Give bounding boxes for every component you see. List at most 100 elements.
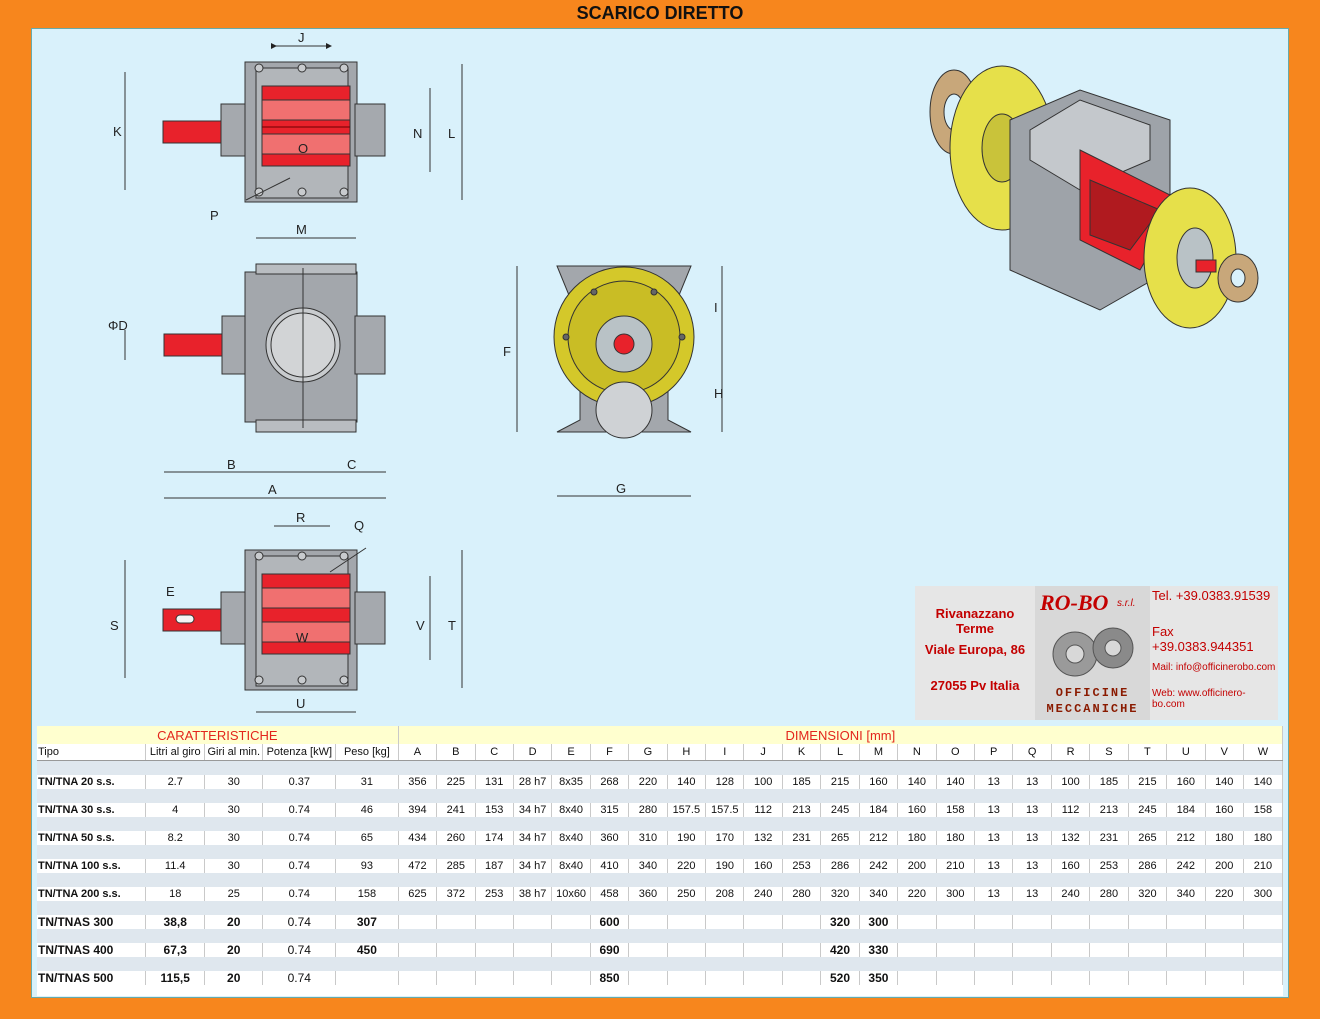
value-cell: K	[782, 744, 822, 761]
spacer-cell	[37, 789, 1283, 803]
dim-N: N	[413, 126, 422, 141]
value-cell	[1243, 943, 1284, 957]
value-cell: 153	[475, 803, 514, 817]
value-cell: M	[859, 744, 899, 761]
dim-B: B	[227, 457, 236, 472]
value-cell	[628, 971, 668, 985]
value-cell: 850	[590, 971, 630, 985]
value-cell: Peso [kg]	[335, 744, 399, 761]
value-cell: 350	[859, 971, 899, 985]
value-cell	[1128, 943, 1168, 957]
top-view	[124, 43, 463, 239]
value-cell: 260	[436, 831, 476, 845]
value-cell: 330	[859, 943, 899, 957]
company-web[interactable]: Web: www.officinero-bo.com	[1152, 688, 1246, 710]
value-cell: 10x60	[551, 887, 591, 901]
value-cell: 286	[1128, 859, 1168, 873]
value-cell: 360	[628, 887, 668, 901]
value-cell	[743, 915, 783, 929]
side-view	[124, 263, 386, 499]
spacer-row	[37, 817, 1283, 831]
value-cell: 65	[335, 831, 399, 845]
value-cell	[1051, 971, 1091, 985]
meccaniche-label: MECCANICHE	[1046, 702, 1139, 716]
value-cell	[974, 943, 1014, 957]
value-cell: 0.74	[262, 943, 337, 957]
value-cell	[1089, 971, 1129, 985]
value-cell	[475, 915, 514, 929]
value-cell	[705, 971, 745, 985]
value-cell: 690	[590, 943, 630, 957]
value-cell: B	[436, 744, 476, 761]
value-cell: Litri al giro	[145, 744, 205, 761]
value-cell: 38,8	[145, 915, 205, 929]
front-view	[516, 265, 723, 497]
value-cell: 307	[335, 915, 399, 929]
value-cell	[897, 971, 937, 985]
value-cell	[551, 915, 591, 929]
dim-K: K	[113, 124, 122, 139]
value-cell: 0.74	[262, 915, 337, 929]
officine-label: OFFICINE	[1055, 686, 1130, 700]
value-cell: 215	[820, 775, 860, 789]
value-cell	[551, 971, 591, 985]
value-cell: 131	[475, 775, 514, 789]
value-cell: 245	[820, 803, 860, 817]
type-cell: TN/TNAS 300	[37, 915, 147, 929]
value-cell: 180	[1205, 831, 1244, 845]
value-cell: 140	[936, 775, 976, 789]
value-cell: 210	[936, 859, 976, 873]
type-cell: TN/TNA 20 s.s.	[37, 775, 147, 789]
value-cell	[667, 943, 707, 957]
value-cell: 600	[590, 915, 630, 929]
value-cell: 242	[859, 859, 899, 873]
value-cell: N	[897, 744, 937, 761]
value-cell: 100	[1051, 775, 1091, 789]
dim-S: S	[110, 618, 119, 633]
value-cell	[475, 971, 514, 985]
value-cell: Potenza [kW]	[262, 744, 337, 761]
dim-R: R	[296, 510, 305, 525]
value-cell: 30	[204, 775, 264, 789]
value-cell: 8.2	[145, 831, 205, 845]
value-cell	[782, 915, 822, 929]
value-cell: 265	[820, 831, 860, 845]
value-cell: 190	[667, 831, 707, 845]
value-cell: 13	[1012, 887, 1052, 901]
value-cell: I	[705, 744, 745, 761]
value-cell	[1051, 943, 1091, 957]
value-cell	[628, 943, 668, 957]
value-cell: 180	[897, 831, 937, 845]
value-cell	[1012, 915, 1052, 929]
value-cell	[667, 915, 707, 929]
value-cell: 158	[936, 803, 976, 817]
value-cell: J	[743, 744, 783, 761]
value-cell	[436, 915, 476, 929]
dim-G: G	[616, 481, 626, 496]
value-cell	[897, 915, 937, 929]
value-cell: 31	[335, 775, 399, 789]
value-cell: 472	[398, 859, 438, 873]
value-cell: 360	[590, 831, 630, 845]
value-cell: Q	[1012, 744, 1052, 761]
value-cell: 185	[1089, 775, 1129, 789]
value-cell: 187	[475, 859, 514, 873]
value-cell: 184	[859, 803, 899, 817]
value-cell: 0.74	[262, 831, 337, 845]
value-cell: 115,5	[145, 971, 205, 985]
value-cell	[705, 943, 745, 957]
value-cell: 434	[398, 831, 438, 845]
value-cell	[1051, 915, 1091, 929]
value-cell	[436, 943, 476, 957]
company-mail[interactable]: Mail: info@officinerobo.com	[1152, 662, 1276, 673]
value-cell: 46	[335, 803, 399, 817]
value-cell: 38 h7	[513, 887, 553, 901]
company-tel: Tel. +39.0383.91539	[1152, 588, 1271, 603]
value-cell	[1166, 915, 1206, 929]
value-cell: P	[974, 744, 1014, 761]
